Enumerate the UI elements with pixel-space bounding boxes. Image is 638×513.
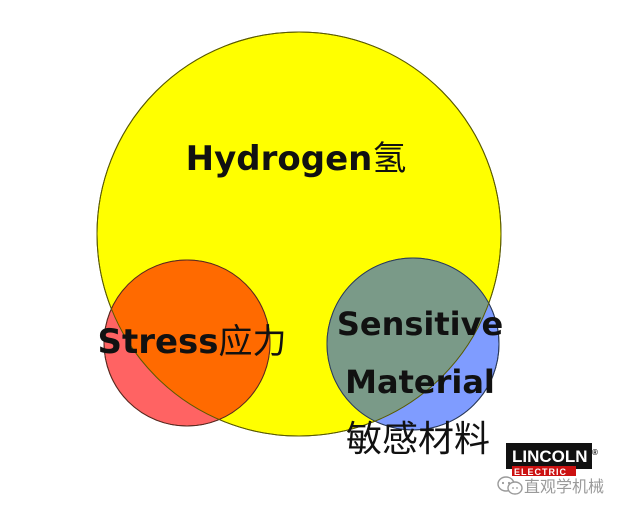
material-label-zh: 敏感材料: [346, 419, 490, 460]
stress-label: Stress应力: [97, 322, 286, 362]
logo-text: LINCOLN: [512, 447, 588, 466]
logo-registered: ®: [592, 448, 598, 457]
stress-label-zh: 应力: [219, 322, 287, 362]
watermark: 直观学机械: [497, 476, 604, 496]
material-circle-outline: [326, 257, 500, 431]
wechat-icon: [497, 476, 523, 495]
hydrogen-label: Hydrogen氢: [186, 139, 407, 179]
hydrogen-label-zh: 氢: [372, 139, 406, 179]
logo-subtext: ELECTRIC: [514, 467, 567, 477]
stress-label-en: Stress: [97, 322, 218, 362]
lincoln-logo: LINCOLN ® ELECTRIC: [506, 443, 598, 477]
watermark-text: 直观学机械: [524, 477, 604, 496]
hydrogen-circle-outline: [96, 31, 502, 437]
hydrogen-label-en: Hydrogen: [186, 139, 373, 179]
stress-circle-outline: [103, 259, 271, 427]
material-label-line1: Sensitive: [337, 305, 503, 343]
material-label-line2: Material: [345, 363, 495, 401]
